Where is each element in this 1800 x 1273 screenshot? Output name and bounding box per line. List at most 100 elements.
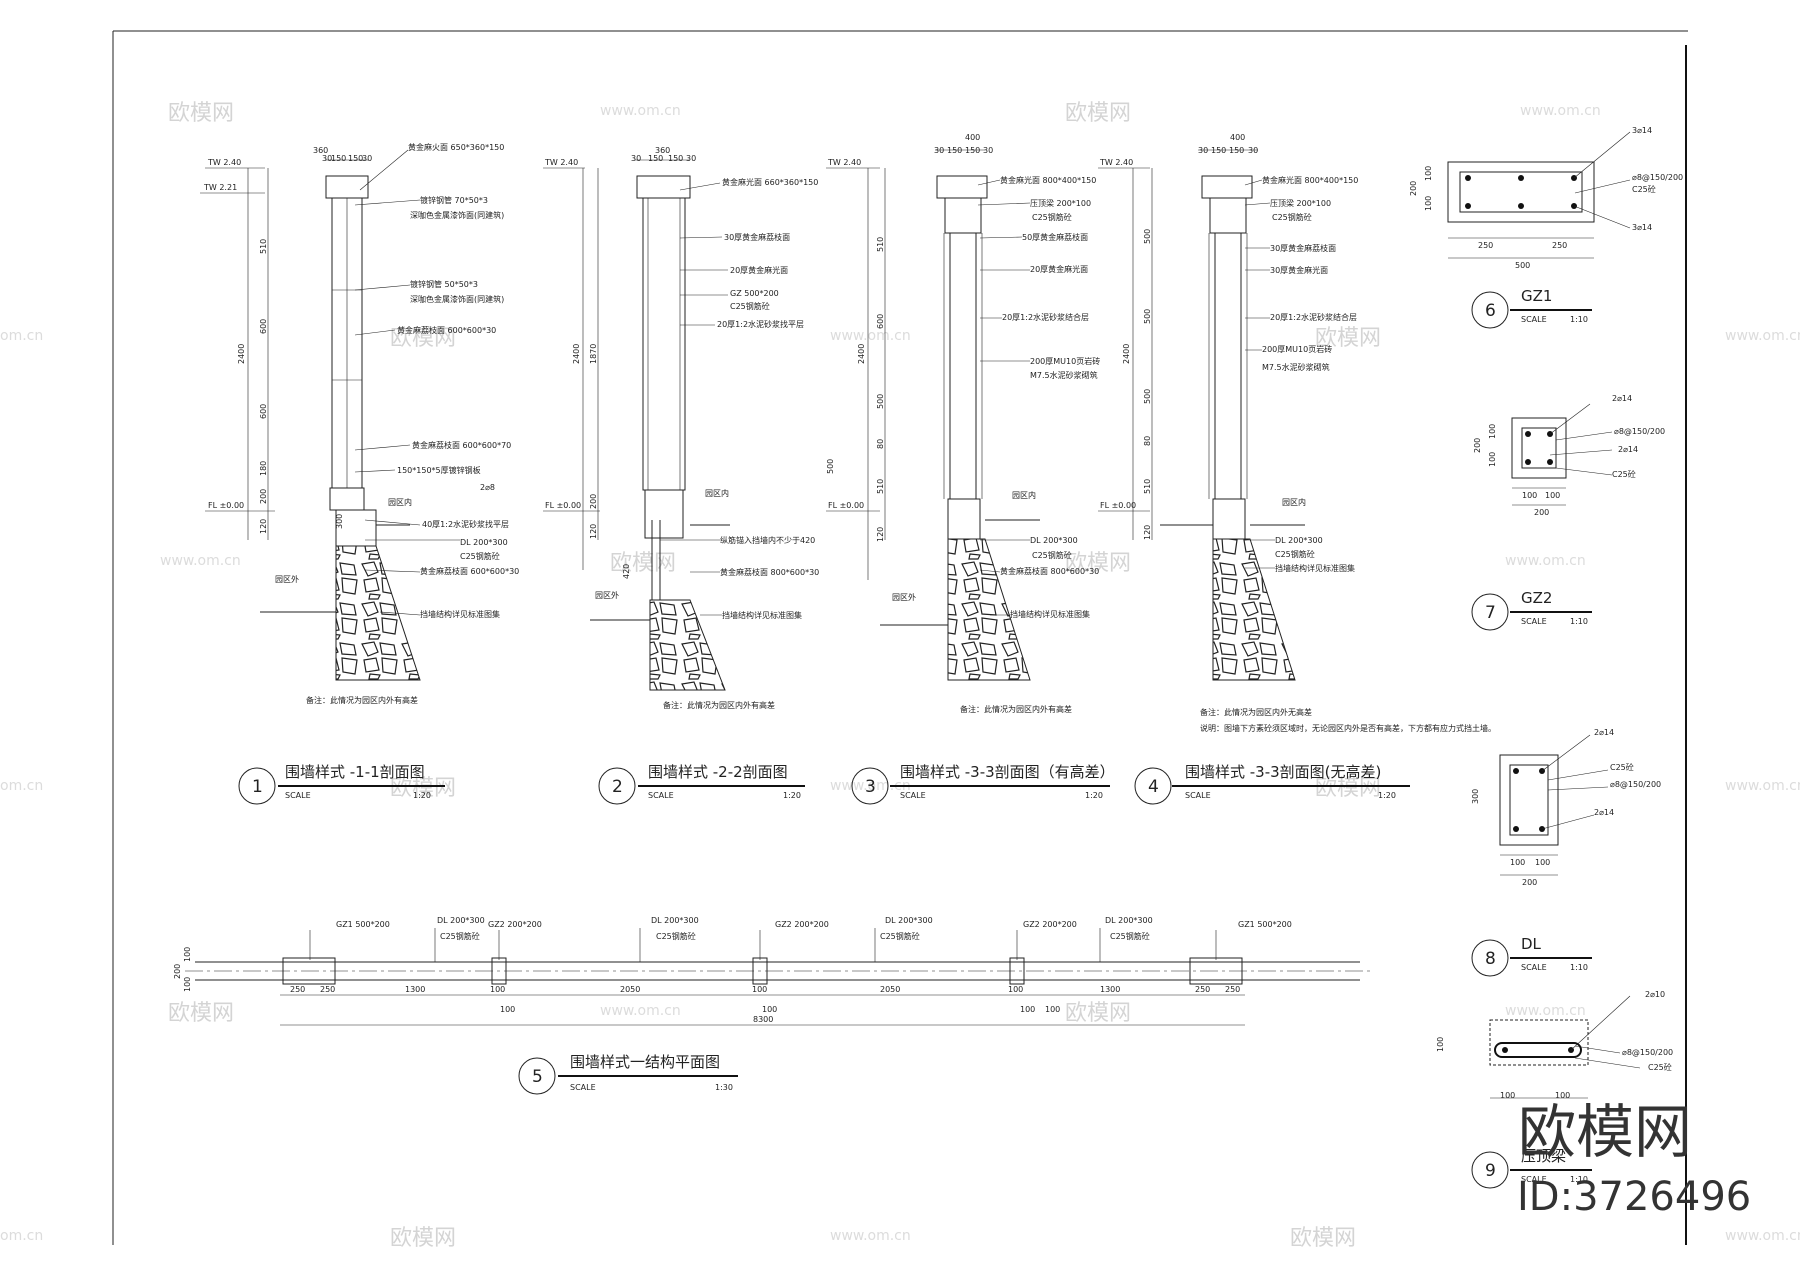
watermark-url: www.om.cn	[1520, 103, 1601, 119]
svg-text:80: 80	[876, 439, 885, 449]
svg-text:SCALE: SCALE	[1521, 963, 1547, 972]
watermark-url: www.om.cn	[1505, 1003, 1586, 1019]
svg-text:150: 150	[965, 146, 980, 155]
drawing-title: 围墙样式 -3-3剖面图（有高差）	[900, 763, 1115, 781]
drawing-number-circle	[1471, 1151, 1509, 1189]
svg-text:20厚1:2水泥砂浆找平层: 20厚1:2水泥砂浆找平层	[717, 319, 804, 329]
structural-plan: GZ1 500*200 DL 200*300 C25钢筋砼 GZ2 200*20…	[173, 916, 1370, 1095]
svg-text:250: 250	[1225, 985, 1240, 994]
svg-text:园区内: 园区内	[1282, 497, 1306, 507]
svg-text:200: 200	[1534, 508, 1549, 517]
callout-list: 黄金麻光面 800*400*150 压顶梁 200*100 C25钢筋砼 30厚…	[1244, 175, 1358, 573]
watermark-logo: 欧模网	[390, 776, 456, 801]
svg-text:400: 400	[1230, 133, 1245, 142]
svg-text:30厚黄金麻荔枝面: 30厚黄金麻荔枝面	[1270, 243, 1336, 253]
svg-text:TW 2.40: TW 2.40	[544, 158, 578, 167]
svg-text:GZ1 500*200: GZ1 500*200	[1238, 920, 1292, 929]
svg-text:100: 100	[1020, 1005, 1035, 1014]
svg-text:100: 100	[1488, 452, 1497, 467]
svg-text:30厚黄金麻荔枝面: 30厚黄金麻荔枝面	[724, 232, 790, 242]
drawing-number-circle	[518, 1057, 556, 1095]
svg-text:⌀8@150/200: ⌀8@150/200	[1632, 173, 1683, 182]
svg-text:C25钢筋砼: C25钢筋砼	[1272, 212, 1312, 222]
section-3-3-height-difference: 400 30 150 150 30 TW 2.40 FL ±0.00 2400 …	[826, 133, 1115, 805]
svg-text:500: 500	[1143, 229, 1152, 244]
watermark-logo: 欧模网	[168, 1001, 234, 1026]
svg-text:TW 2.40: TW 2.40	[827, 158, 861, 167]
detail-gz2: 2⌀14 ⌀8@150/200 2⌀14 C25砼 100 100 200 10…	[1471, 394, 1665, 631]
svg-text:挡墙结构详见标准图集: 挡墙结构详见标准图集	[420, 609, 500, 619]
svg-text:DL 200*300: DL 200*300	[1105, 916, 1153, 925]
svg-text:DL 200*300: DL 200*300	[1030, 536, 1078, 545]
svg-text:园区外: 园区外	[595, 590, 619, 600]
svg-text:2400: 2400	[237, 344, 246, 364]
section-2-2: 360 30 150 150 30 TW 2.40 FL ±0.00 2400 …	[543, 146, 819, 805]
callout-list: 黄金麻光面 660*360*150 30厚黄金麻荔枝面 20厚黄金麻光面 GZ …	[660, 177, 819, 620]
svg-text:GZ2 200*200: GZ2 200*200	[775, 920, 829, 929]
drawing-number: 6	[1485, 301, 1496, 321]
svg-text:GZ2 200*200: GZ2 200*200	[488, 920, 542, 929]
svg-text:100: 100	[183, 977, 192, 992]
watermark-url: www.om.cn	[1725, 778, 1800, 794]
svg-text:500: 500	[876, 394, 885, 409]
svg-text:120: 120	[1143, 525, 1152, 540]
svg-text:⌀8@150/200: ⌀8@150/200	[1610, 780, 1661, 789]
svg-text:C25砼: C25砼	[1610, 762, 1634, 772]
svg-text:⌀8@150/200: ⌀8@150/200	[1622, 1048, 1673, 1057]
svg-text:1870: 1870	[589, 344, 598, 364]
svg-text:黄金麻荔枝面 800*600*30: 黄金麻荔枝面 800*600*30	[720, 567, 819, 577]
watermark-logo: 欧模网	[1315, 326, 1381, 351]
watermark-logo: 欧模网	[390, 326, 456, 351]
section-note: 备注：此情况为园区内外有高差	[306, 695, 418, 705]
svg-text:100: 100	[762, 1005, 777, 1014]
svg-text:镀锌钢管 50*50*3: 镀锌钢管 50*50*3	[410, 279, 478, 289]
svg-text:纵筋锚入挡墙内不少于420: 纵筋锚入挡墙内不少于420	[720, 535, 815, 545]
svg-text:200: 200	[589, 494, 598, 509]
drawing-number: 3	[865, 777, 876, 797]
svg-text:510: 510	[876, 479, 885, 494]
section-note-2: 说明：图墙下方素砼须区域时，无论园区内外是否有高差，下方都有应力式挡土墙。	[1200, 723, 1496, 733]
svg-text:SCALE: SCALE	[285, 791, 311, 800]
svg-text:150: 150	[1211, 146, 1226, 155]
drawing-title: 围墙样式 -1-1剖面图	[285, 763, 425, 781]
svg-text:8300: 8300	[753, 1015, 773, 1024]
svg-text:250: 250	[290, 985, 305, 994]
svg-text:GZ2 200*200: GZ2 200*200	[1023, 920, 1077, 929]
svg-text:600: 600	[259, 404, 268, 419]
drawing-title: GZ1	[1521, 287, 1552, 305]
svg-text:150: 150	[947, 146, 962, 155]
drawing-number-circle	[598, 767, 636, 805]
svg-text:TW 2.40: TW 2.40	[1099, 158, 1133, 167]
svg-text:FL ±0.00: FL ±0.00	[828, 501, 864, 510]
section-3-3-no-height-difference: 400 30 150 150 30 TW 2.40 FL ±0.00 2400 …	[1098, 133, 1496, 805]
svg-text:200: 200	[173, 964, 182, 979]
svg-text:黄金麻荔枝面 600*600*70: 黄金麻荔枝面 600*600*70	[412, 440, 511, 450]
svg-text:510: 510	[876, 237, 885, 252]
svg-text:压顶梁 200*100: 压顶梁 200*100	[1270, 199, 1331, 208]
watermark-url: www.om.cn	[1505, 553, 1586, 569]
svg-text:FL ±0.00: FL ±0.00	[1100, 501, 1136, 510]
svg-text:100: 100	[1008, 985, 1023, 994]
svg-text:镀锌钢管 70*50*3: 镀锌钢管 70*50*3	[420, 195, 488, 205]
svg-text:C25钢筋砼: C25钢筋砼	[1110, 931, 1150, 941]
drawing-number: 4	[1148, 777, 1159, 797]
svg-text:400: 400	[965, 133, 980, 142]
svg-text:200: 200	[259, 489, 268, 504]
svg-text:100: 100	[1555, 1091, 1570, 1100]
svg-text:C25钢筋砼: C25钢筋砼	[1032, 212, 1072, 222]
svg-text:30: 30	[1198, 146, 1208, 155]
watermark-url: www.om.cn	[600, 103, 681, 119]
svg-text:150: 150	[648, 154, 663, 163]
svg-text:30: 30	[983, 146, 993, 155]
svg-text:黄金麻光面 800*400*150: 黄金麻光面 800*400*150	[1262, 175, 1358, 185]
brand-id: ID:3726496	[1517, 1174, 1751, 1220]
drawing-title: 围墙样式 -2-2剖面图	[648, 763, 788, 781]
svg-text:50厚黄金麻荔枝面: 50厚黄金麻荔枝面	[1022, 232, 1088, 242]
svg-text:100: 100	[1510, 858, 1525, 867]
watermark-url: om.cn	[0, 1228, 43, 1244]
watermark-logo: 欧模网	[610, 551, 676, 576]
svg-text:2⌀14: 2⌀14	[1594, 808, 1614, 817]
svg-text:深咖色金属漆饰面(同建筑): 深咖色金属漆饰面(同建筑)	[410, 294, 504, 304]
svg-text:40厚1:2水泥砂浆找平层: 40厚1:2水泥砂浆找平层	[422, 519, 509, 529]
